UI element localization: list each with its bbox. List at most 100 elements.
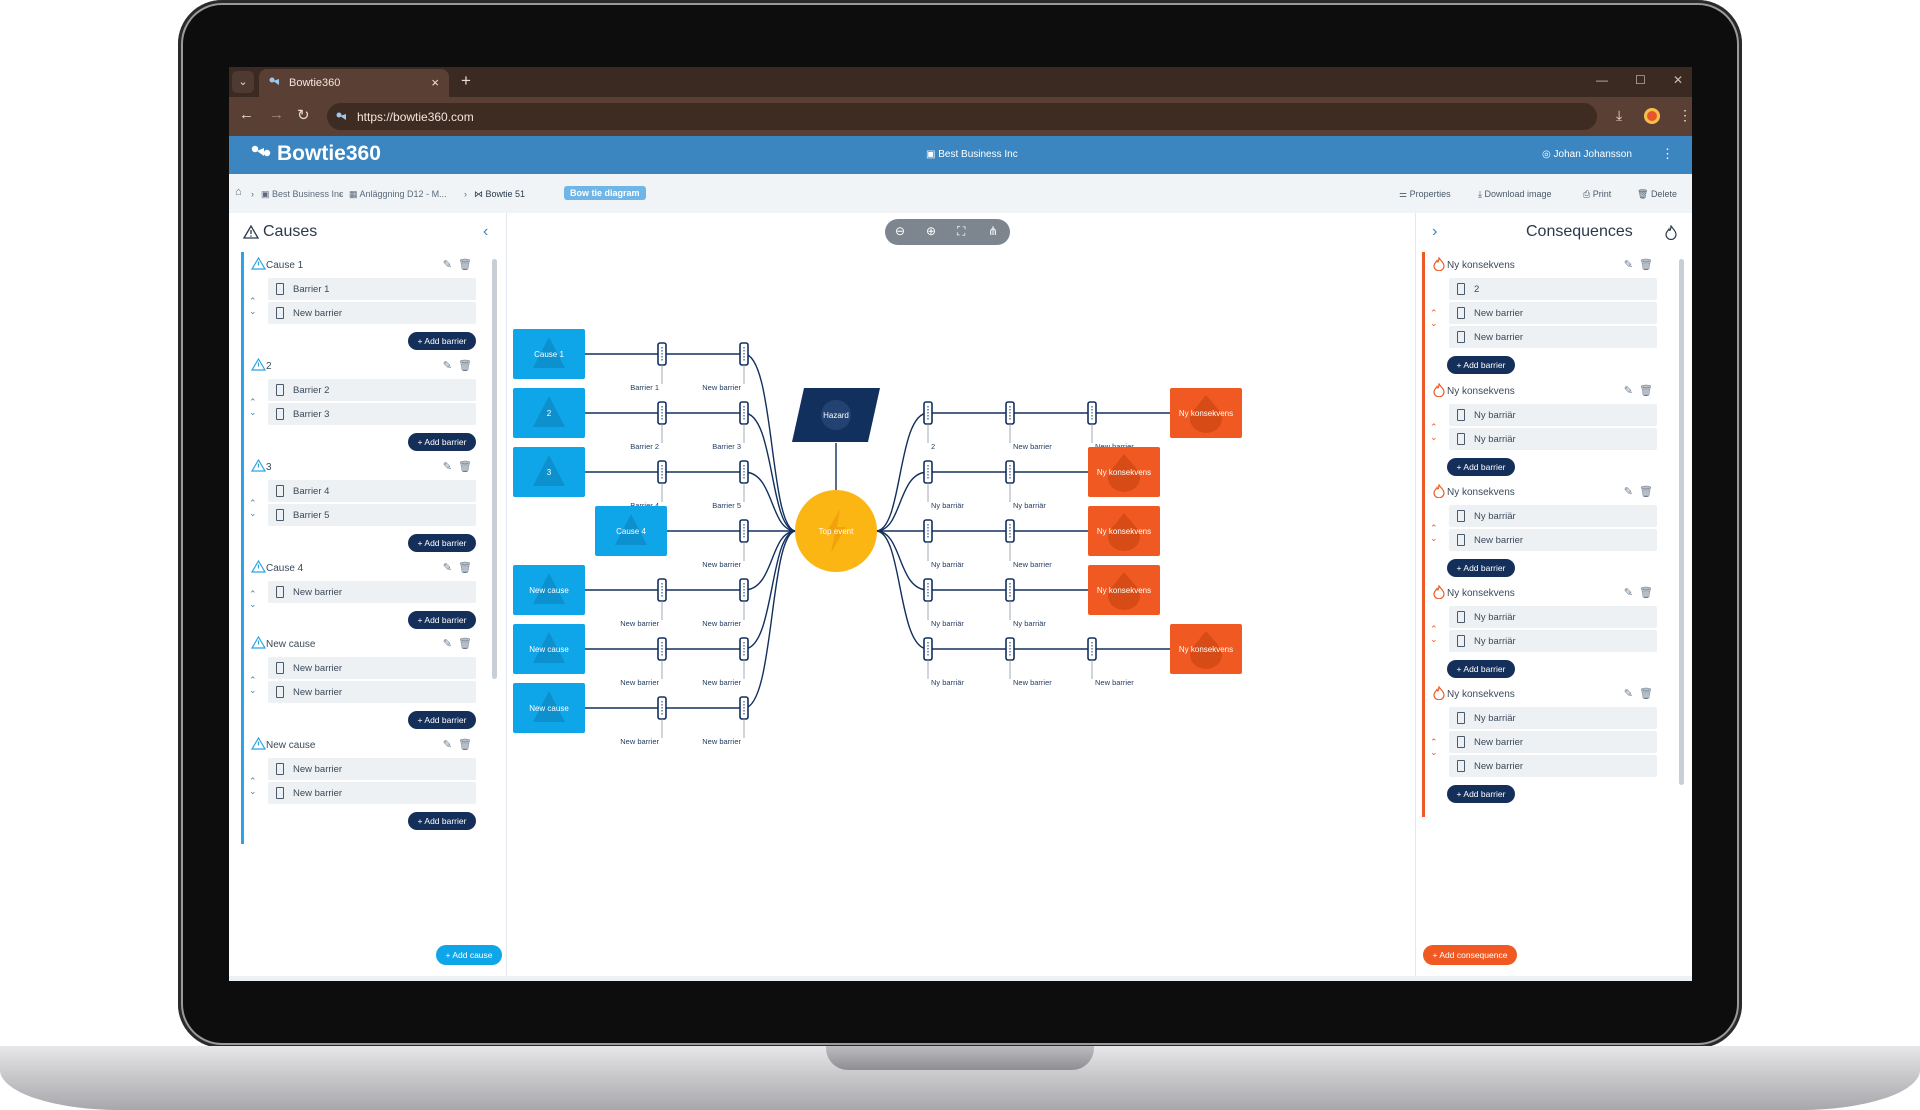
download-icon[interactable]: ⤓ [1616, 107, 1623, 123]
add-barrier-button[interactable]: + Add barrier [408, 611, 476, 629]
add-barrier-button[interactable]: + Add barrier [1447, 660, 1515, 678]
barrier-row[interactable]: New barrier [268, 302, 476, 324]
properties-button[interactable]: ⚌ Properties [1399, 189, 1451, 199]
trash-icon[interactable]: 🗑 [458, 638, 472, 650]
minimize-icon[interactable]: — [1596, 73, 1608, 87]
move-down-icon[interactable]: ⌄ [249, 306, 257, 316]
close-window-icon[interactable]: ✕ [1673, 73, 1684, 87]
move-up-icon[interactable]: ⌃ [249, 675, 257, 685]
add-barrier-button[interactable]: + Add barrier [1447, 356, 1515, 374]
move-down-icon[interactable]: ⌄ [249, 508, 257, 518]
add-barrier-button[interactable]: + Add barrier [408, 433, 476, 451]
barrier-row[interactable]: Ny barriär [1449, 707, 1657, 729]
back-icon[interactable]: ← [239, 106, 254, 123]
barrier-row[interactable]: Ny barriär [1449, 505, 1657, 527]
add-barrier-button[interactable]: + Add barrier [408, 711, 476, 729]
trash-icon[interactable]: 🗑 [1639, 688, 1653, 700]
barrier-row[interactable]: New barrier [1449, 731, 1657, 753]
tab-search-button[interactable]: ⌄ [232, 71, 254, 93]
new-tab-button[interactable]: + [461, 71, 471, 90]
trash-icon[interactable]: 🗑 [458, 739, 472, 751]
barrier-row[interactable]: Ny barriär [1449, 630, 1657, 652]
move-down-icon[interactable]: ⌄ [1430, 533, 1438, 543]
barrier-row[interactable]: Barrier 5 [268, 504, 476, 526]
move-down-icon[interactable]: ⌄ [1430, 634, 1438, 644]
barrier-row[interactable]: Barrier 4 [268, 480, 476, 502]
move-up-icon[interactable]: ⌃ [249, 776, 257, 786]
barrier-row[interactable]: New barrier [268, 581, 476, 603]
edit-icon[interactable]: ✎ [1623, 486, 1633, 498]
trash-icon[interactable]: 🗑 [1639, 385, 1653, 397]
organization-selector[interactable]: ▣ Best Business Inc [926, 149, 1018, 160]
reload-icon[interactable]: ↻ [297, 107, 310, 124]
edit-icon[interactable]: ✎ [442, 739, 452, 751]
zoom-out-icon[interactable]: ⊖ [895, 224, 906, 238]
breadcrumb-facility[interactable]: ▦ Anläggning D12 - M... [349, 189, 447, 199]
edit-icon[interactable]: ✎ [1623, 385, 1633, 397]
app-menu-icon[interactable]: ⋮ [1661, 146, 1674, 161]
causes-scrollbar[interactable] [492, 259, 497, 679]
edit-icon[interactable]: ✎ [442, 461, 452, 473]
cause-card[interactable]: Cause 4✎ 🗑⌃⌄New barrier+ Add barrier [241, 555, 480, 643]
address-bar[interactable]: https://bowtie360.com [327, 103, 1597, 130]
trash-icon[interactable]: 🗑 [458, 461, 472, 473]
add-barrier-button[interactable]: + Add barrier [1447, 559, 1515, 577]
add-barrier-button[interactable]: + Add barrier [408, 332, 476, 350]
collapse-right-icon[interactable]: › [1432, 223, 1438, 240]
move-up-icon[interactable]: ⌃ [249, 296, 257, 306]
barrier-row[interactable]: 2 [1449, 278, 1657, 300]
move-up-icon[interactable]: ⌃ [1430, 523, 1438, 533]
browser-tab[interactable]: Bowtie360 × [259, 69, 449, 97]
barrier-row[interactable]: Ny barriär [1449, 606, 1657, 628]
edit-icon[interactable]: ✎ [442, 360, 452, 372]
print-button[interactable]: ⎙ Print [1583, 189, 1612, 199]
consequences-scrollbar[interactable] [1679, 259, 1684, 785]
add-barrier-button[interactable]: + Add barrier [408, 812, 476, 830]
move-up-icon[interactable]: ⌃ [249, 589, 257, 599]
barrier-row[interactable]: New barrier [268, 782, 476, 804]
edit-icon[interactable]: ✎ [1623, 587, 1633, 599]
home-icon[interactable]: ⌂ [235, 186, 242, 198]
download-image-button[interactable]: ⤓ Download image [1478, 189, 1552, 199]
trash-icon[interactable]: 🗑 [458, 259, 472, 271]
barrier-row[interactable]: New barrier [268, 681, 476, 703]
trash-icon[interactable]: 🗑 [1639, 259, 1653, 271]
move-up-icon[interactable]: ⌃ [1430, 624, 1438, 634]
user-menu[interactable]: ◎ Johan Johansson [1542, 149, 1632, 160]
move-down-icon[interactable]: ⌄ [1430, 318, 1438, 328]
move-down-icon[interactable]: ⌄ [249, 786, 257, 796]
move-down-icon[interactable]: ⌄ [1430, 432, 1438, 442]
add-barrier-button[interactable]: + Add barrier [1447, 458, 1515, 476]
add-cause-button[interactable]: + Add cause [436, 945, 502, 965]
barrier-row[interactable]: Barrier 3 [268, 403, 476, 425]
edit-icon[interactable]: ✎ [1623, 688, 1633, 700]
move-up-icon[interactable]: ⌃ [1430, 422, 1438, 432]
add-barrier-button[interactable]: + Add barrier [408, 534, 476, 552]
maximize-icon[interactable]: ☐ [1635, 73, 1646, 87]
barrier-row[interactable]: New barrier [1449, 755, 1657, 777]
browser-menu-icon[interactable]: ⋮ [1678, 107, 1692, 123]
trash-icon[interactable]: 🗑 [1639, 587, 1653, 599]
edit-icon[interactable]: ✎ [442, 259, 452, 271]
trash-icon[interactable]: 🗑 [458, 562, 472, 574]
add-barrier-button[interactable]: + Add barrier [1447, 785, 1515, 803]
trash-icon[interactable]: 🗑 [458, 360, 472, 372]
trash-icon[interactable]: 🗑 [1639, 486, 1653, 498]
delete-button[interactable]: 🗑 Delete [1637, 189, 1677, 199]
barrier-row[interactable]: New barrier [1449, 302, 1657, 324]
move-down-icon[interactable]: ⌄ [1430, 747, 1438, 757]
move-up-icon[interactable]: ⌃ [249, 397, 257, 407]
move-up-icon[interactable]: ⌃ [249, 498, 257, 508]
barrier-row[interactable]: New barrier [268, 758, 476, 780]
zoom-in-icon[interactable]: ⊕ [926, 224, 937, 238]
breadcrumb-org[interactable]: ▣ Best Business Inc [261, 189, 344, 199]
barrier-row[interactable]: New barrier [1449, 529, 1657, 551]
